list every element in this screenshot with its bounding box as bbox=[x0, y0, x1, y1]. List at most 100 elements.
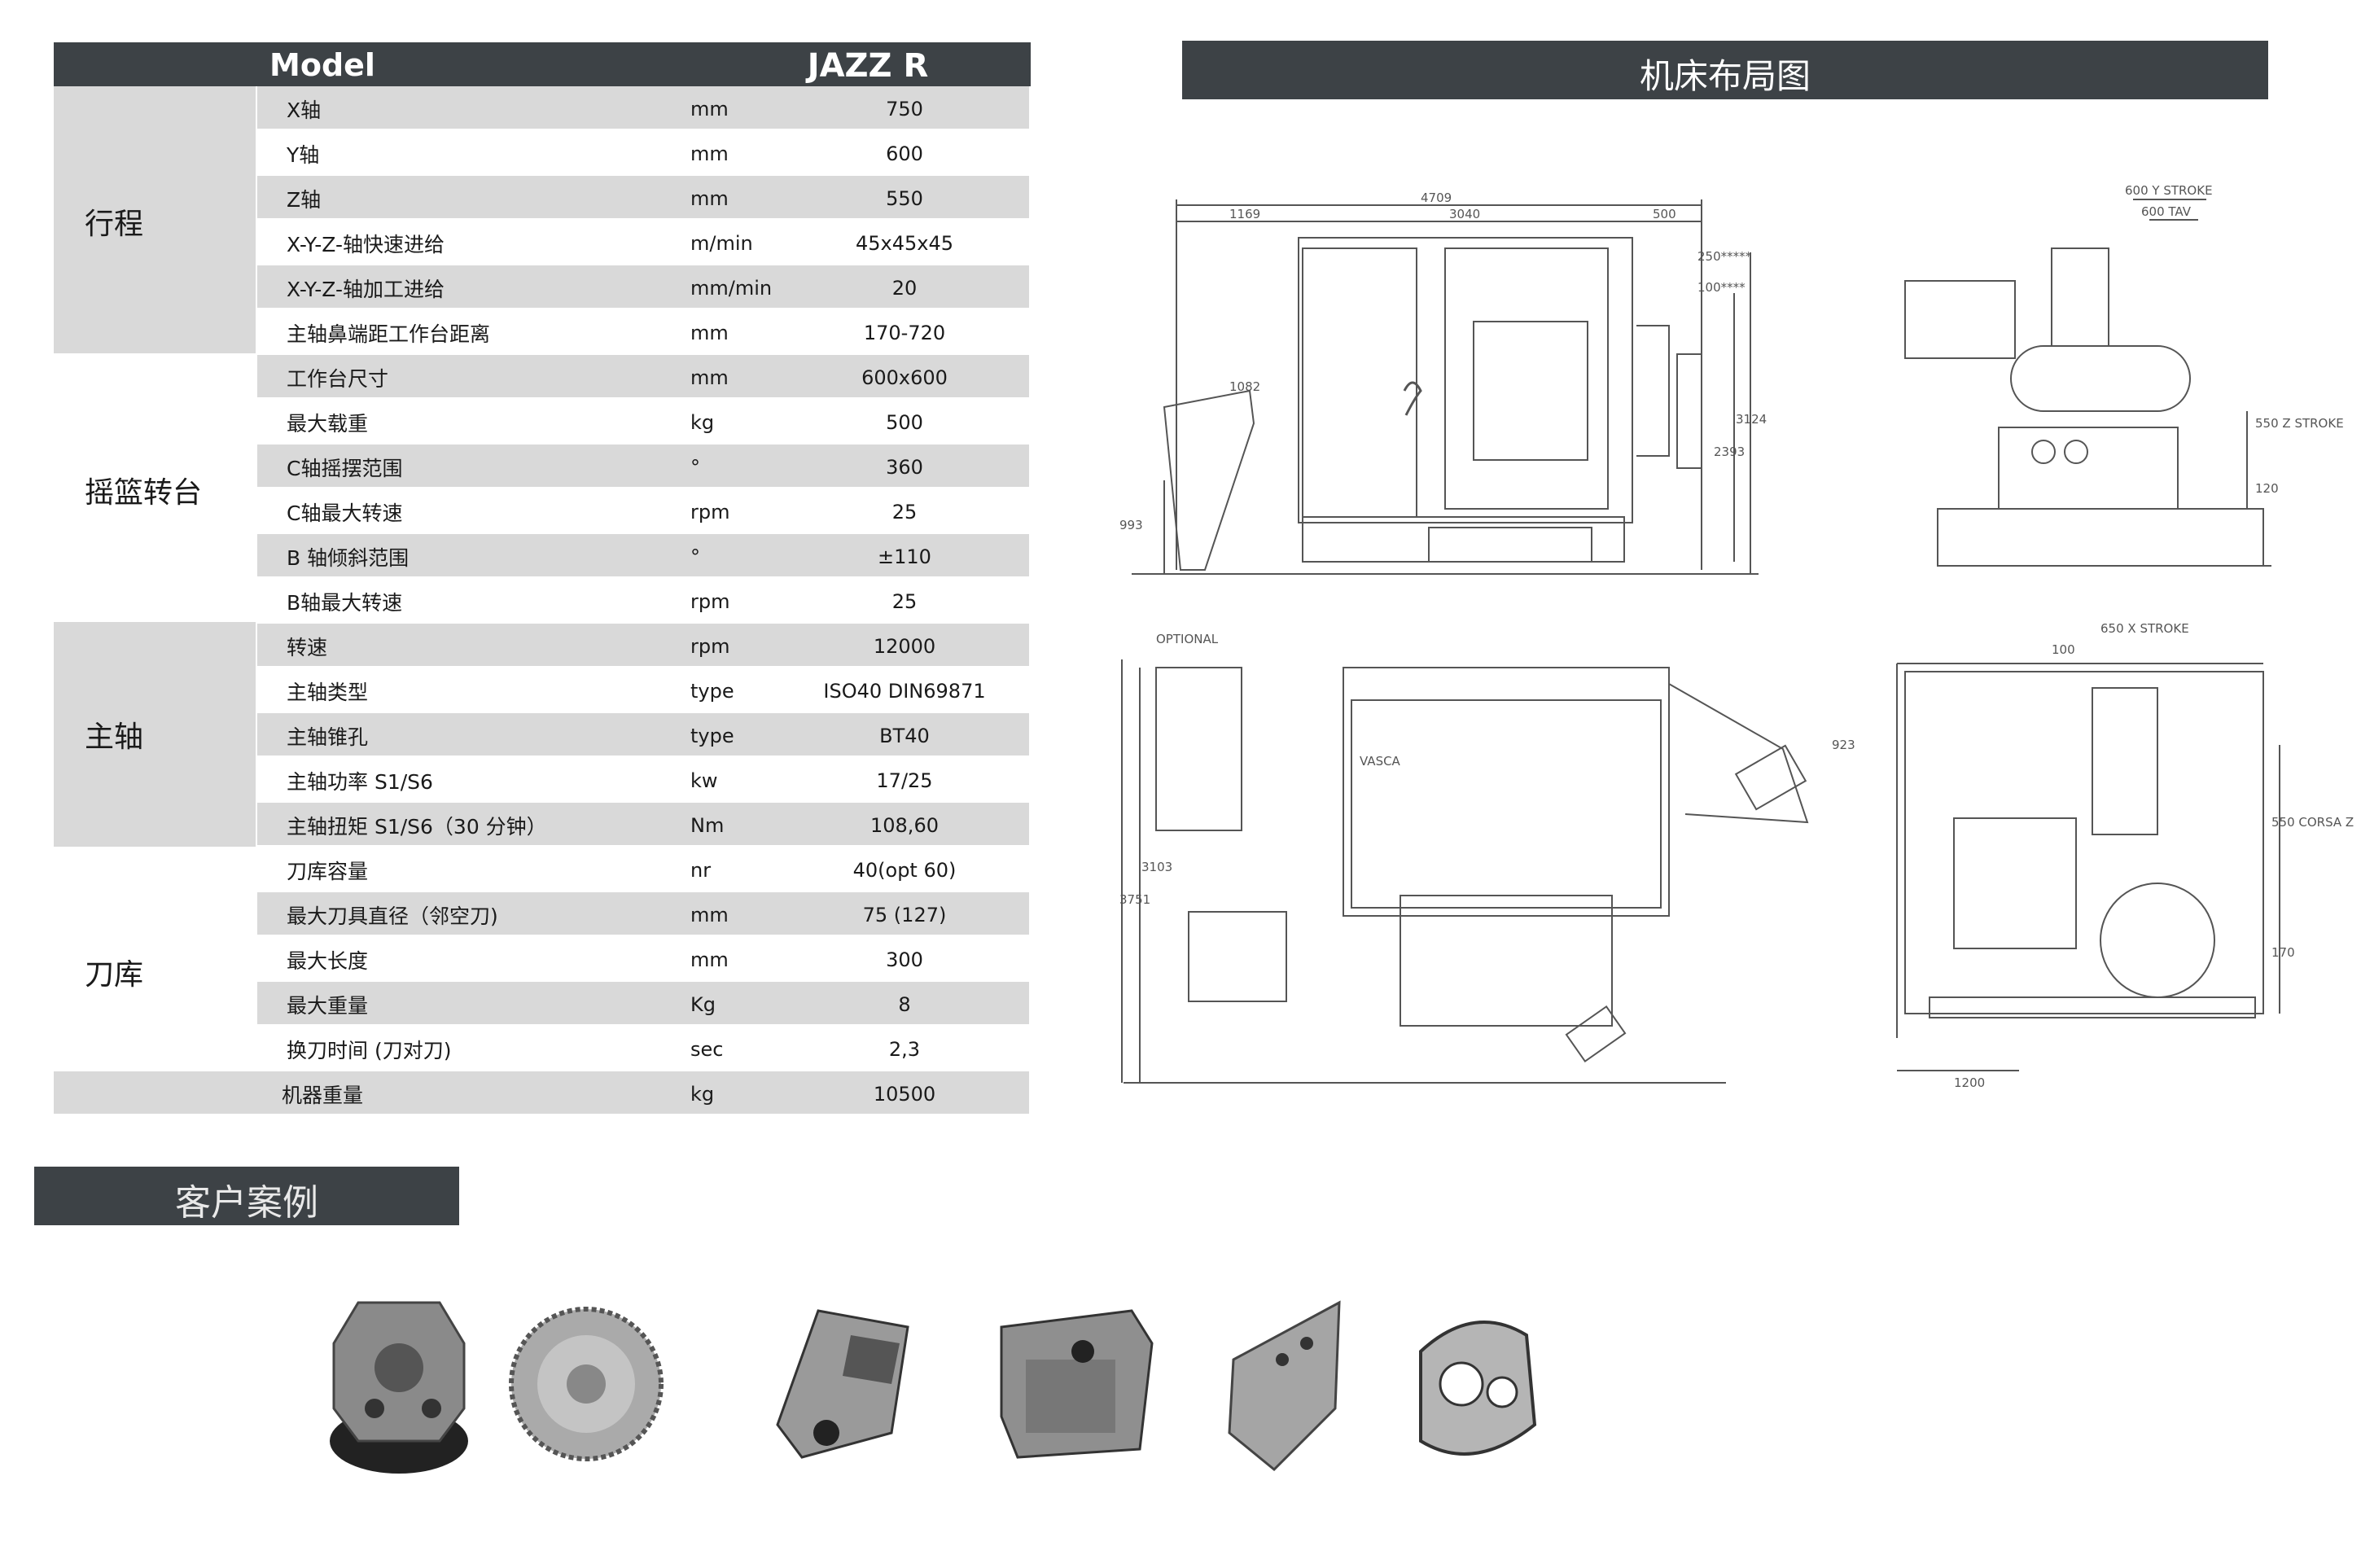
row-value-cell bbox=[780, 265, 1029, 308]
row-label-cell bbox=[257, 355, 811, 397]
spec-unit: mm bbox=[690, 142, 729, 165]
spec-value: 17/25 bbox=[876, 769, 933, 792]
spec-value: 25 bbox=[891, 590, 918, 613]
spec-label: 最大刀具直径（邻空刀) bbox=[287, 904, 498, 928]
spec-unit: mm bbox=[690, 948, 729, 971]
spec-value: 108,60 bbox=[870, 814, 939, 837]
group-label: 主轴 bbox=[85, 720, 144, 754]
row-value-cell bbox=[780, 176, 1029, 218]
spec-unit: m/min bbox=[690, 232, 753, 255]
spec-value: 75 (127) bbox=[862, 904, 947, 926]
group-label: 摇篮转台 bbox=[85, 476, 203, 510]
spec-unit: Kg bbox=[690, 993, 716, 1016]
spec-unit: rpm bbox=[690, 635, 730, 658]
row-label-cell bbox=[257, 265, 811, 308]
spec-value: 300 bbox=[886, 948, 923, 971]
spec-unit: kw bbox=[690, 769, 718, 792]
group-spindle: 主轴 bbox=[54, 622, 256, 847]
spec-value: 45x45x45 bbox=[855, 232, 954, 255]
spec-row: X-Y-Z-轴快速进给 m/min 45x45x45 bbox=[54, 221, 1031, 265]
spec-value: 360 bbox=[886, 456, 923, 479]
group-label: 行程 bbox=[85, 208, 144, 241]
row-value-cell bbox=[780, 355, 1029, 397]
dim-label: 100**** bbox=[1697, 280, 1746, 295]
spec-label: C轴摇摆范围 bbox=[287, 457, 403, 480]
dim-label: 500 bbox=[1653, 207, 1676, 221]
spec-value: 2,3 bbox=[888, 1038, 921, 1061]
spec-label: 机器重量 bbox=[282, 1084, 364, 1107]
spec-value: 8 bbox=[898, 993, 911, 1016]
spec-value: 600x600 bbox=[861, 366, 948, 389]
spec-label: X-Y-Z-轴快速进给 bbox=[287, 233, 445, 256]
row-value-cell bbox=[780, 624, 1029, 666]
spec-label: B轴最大转速 bbox=[287, 591, 403, 615]
spec-label: 主轴类型 bbox=[287, 681, 369, 704]
spec-unit: Nm bbox=[690, 814, 725, 837]
cylindrical-shell-part bbox=[1404, 1303, 1543, 1469]
machined-housing-part bbox=[993, 1294, 1156, 1469]
row-label-cell bbox=[257, 86, 811, 129]
dim-label: 650 X STROKE bbox=[2100, 621, 2189, 636]
spec-value: 40(opt 60) bbox=[852, 859, 957, 882]
row-label-cell bbox=[257, 534, 811, 576]
group-tool-magazine: 刀库 bbox=[54, 847, 256, 1086]
dim-label: 170 bbox=[2271, 945, 2295, 960]
dim-label: 3751 bbox=[1119, 892, 1150, 907]
spec-value: ISO40 DIN69871 bbox=[823, 680, 986, 703]
spec-label: 转速 bbox=[287, 636, 328, 659]
spec-table-header: Model JAZZ R bbox=[54, 42, 1031, 86]
spec-label: 刀库容量 bbox=[287, 860, 369, 883]
spec-label: X-Y-Z-轴加工进给 bbox=[287, 278, 445, 301]
group-travel: 行程 bbox=[54, 86, 256, 353]
row-label-cell bbox=[257, 892, 811, 935]
spec-value: 25 bbox=[891, 501, 918, 523]
layout-title: 机床布局图 bbox=[1639, 56, 1811, 96]
dim-label: 600 TAV bbox=[2141, 204, 2192, 219]
spec-label: 换刀时间 (刀对刀) bbox=[287, 1039, 452, 1062]
spec-value: 600 bbox=[886, 142, 923, 165]
spec-label: 主轴鼻端距工作台距离 bbox=[287, 322, 491, 346]
spec-unit: nr bbox=[690, 859, 712, 882]
row-value-cell bbox=[780, 86, 1029, 129]
dim-label: 2393 bbox=[1714, 445, 1745, 459]
octagonal-hub-part bbox=[326, 1286, 472, 1485]
dim-label: 1200 bbox=[1954, 1075, 1985, 1090]
spec-value: 10500 bbox=[873, 1083, 936, 1106]
spec-label: Z轴 bbox=[287, 188, 322, 212]
spec-row: C轴摇摆范围°360 bbox=[54, 445, 1031, 489]
rear-view-drawing: 650 X STROKE 100 550 CORSA Z 170 1200 bbox=[1889, 621, 2354, 1095]
group-cradle-table: 摇篮转台 bbox=[54, 353, 256, 622]
spec-value: 20 bbox=[891, 277, 918, 300]
dim-label: 550 Z STROKE bbox=[2255, 416, 2344, 431]
dim-label: 3103 bbox=[1141, 860, 1172, 874]
dim-label: 993 bbox=[1119, 518, 1143, 532]
spec-label: 主轴扭矩 S1/S6（30 分钟） bbox=[287, 815, 547, 839]
gear-wheel-part bbox=[509, 1303, 664, 1469]
dim-label: 250***** bbox=[1697, 249, 1752, 264]
spec-unit: mm bbox=[690, 322, 729, 344]
row-label-cell bbox=[257, 713, 811, 756]
spec-label: 主轴功率 S1/S6 bbox=[287, 770, 433, 794]
side-view-drawing: 600 Y STROKE 600 TAV 550 Z STROKE 120 bbox=[1889, 183, 2344, 590]
spec-row: 最大刀具直径（邻空刀) mm 75 (127) bbox=[54, 892, 1031, 937]
dim-label: 4709 bbox=[1421, 191, 1452, 205]
spec-label: 最大载重 bbox=[287, 412, 369, 436]
spec-unit: mm bbox=[690, 904, 729, 926]
angled-block-part bbox=[769, 1303, 916, 1469]
model-name-header: JAZZ R bbox=[807, 47, 929, 85]
spec-unit: mm bbox=[690, 98, 729, 120]
row-value-cell bbox=[780, 713, 1029, 756]
spec-unit: type bbox=[690, 725, 734, 747]
dim-label: 3040 bbox=[1449, 207, 1480, 221]
spec-label: 主轴锥孔 bbox=[287, 725, 369, 749]
top-view-drawing: OPTIONAL 923 3103 3751 VASCA bbox=[1115, 627, 1855, 1099]
spec-label: X轴 bbox=[287, 99, 322, 122]
dim-label: 1169 bbox=[1229, 207, 1260, 221]
